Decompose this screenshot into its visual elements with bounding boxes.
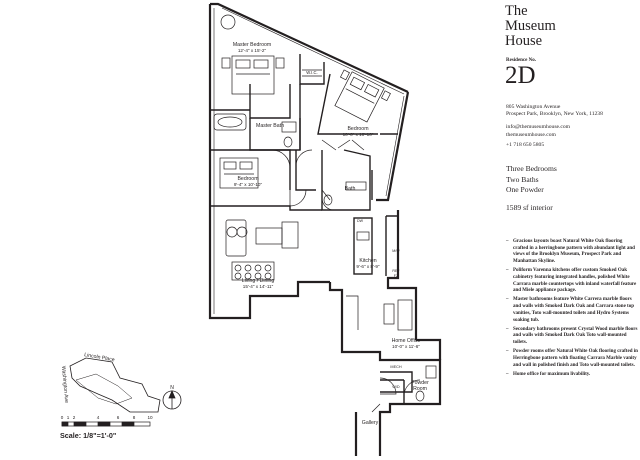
bedroom-bed-b [219, 157, 259, 189]
building-name: The Museum House [505, 4, 635, 49]
north-arrow-icon: N [162, 385, 182, 410]
scale-tick: 10 [147, 415, 153, 420]
contact: info@themuseumhouse.com themuseumhouse.c… [506, 124, 570, 139]
map-street-2: Washington Ave [60, 366, 69, 404]
scale-tick: 2 [73, 415, 76, 420]
interior-area: 1589 sf interior [506, 203, 553, 212]
master-bedroom-dims: 12'-4" x 15'-2" [238, 48, 267, 53]
scale-tick: 4 [97, 415, 100, 420]
map-street-1: Lincoln Place [84, 352, 116, 363]
scale-label: Scale: 1/8"=1'-0" [60, 431, 117, 440]
powder-count: One Powder [506, 185, 544, 195]
email-link[interactable]: info@themuseumhouse.com [506, 124, 571, 130]
bedroom-a-dims: 10'-0" x 10'-10" [343, 132, 374, 137]
feature-item: Home office for maximum livability. [506, 372, 638, 379]
office-sofa [397, 299, 413, 331]
floor-plan: Master Bedroom 12'-4" x 15'-2" W.I.C. Ma… [60, 2, 442, 456]
dw-label: DW [357, 219, 364, 223]
address-line-1: 805 Washington Avenue [506, 104, 561, 110]
bedroom-bed-a [334, 71, 385, 123]
door-swings [271, 139, 421, 413]
bedroom-b-label: Bedroom [237, 176, 258, 182]
building-name-line: The [505, 3, 528, 19]
feature-item: Poliform Varenna kitchens offer custom S… [506, 268, 638, 295]
exterior-walls [208, 2, 442, 456]
kitchen-dims: 9'-6" x 8'-9" [356, 264, 380, 269]
fz-label: FZ [394, 274, 399, 278]
scale-tick: 8 [133, 415, 136, 420]
master-bedroom-label: Master Bedroom [233, 42, 271, 48]
wd-label: W/D [392, 385, 400, 389]
bathtub [213, 113, 247, 131]
gallery-label: Gallery [362, 420, 379, 426]
building-name-line: House [505, 33, 543, 49]
building-name-line: Museum [505, 18, 556, 34]
feature-item: Secondary bathrooms present Crystal Wood… [506, 327, 638, 347]
north-label: N [170, 385, 174, 391]
furniture [213, 14, 437, 402]
phone-number[interactable]: +1 718 650 5805 [506, 142, 545, 148]
facade-window-strip [213, 7, 405, 314]
residence-label: Residence No. [506, 58, 536, 63]
master-bed [231, 55, 275, 95]
scale-tick: 6 [117, 415, 120, 420]
feature-item: Powder rooms offer Natural White Oak flo… [506, 349, 638, 369]
address-line-2: Prospect Park, Brooklyn, New York, 11238 [506, 111, 603, 118]
bedroom-a-label: Bedroom [347, 126, 368, 132]
powder-room-label-1: Powder [411, 380, 429, 386]
feature-item: Gracious layouts boast Natural White Oak… [506, 239, 638, 266]
wic-label: W.I.C. [306, 70, 317, 75]
mech-label: MECH [390, 365, 401, 369]
living-dining-label: Living / Dining [242, 278, 275, 284]
sofa [225, 219, 247, 257]
bedroom-count: Three Bedrooms [506, 164, 557, 173]
mw-label: M/W [392, 249, 400, 253]
key-map: Lincoln Place Washington Ave N [60, 352, 182, 413]
living-dining-dims: 15'-4" x 14'-11" [243, 284, 274, 289]
scale-bar: 0 1 2 4 6 8 10 [61, 415, 153, 427]
master-bath-label: Master Bath [256, 123, 284, 129]
scale-tick: 1 [67, 415, 70, 420]
bath-count: Two Baths [506, 174, 539, 184]
dining-table [231, 261, 275, 281]
home-office-dims: 10'-0" x 11'-6" [392, 344, 420, 349]
ref-label: REF [392, 269, 400, 273]
armchair [220, 14, 236, 30]
scale-tick: 0 [61, 415, 64, 420]
feature-list: Gracious layouts boast Natural White Oak… [506, 239, 638, 381]
feature-item: Master bathrooms feature White Carrera m… [506, 297, 638, 324]
interior-walls [210, 54, 413, 404]
home-office-label: Home Office [392, 338, 421, 344]
website-link[interactable]: themuseumhouse.com [506, 131, 556, 138]
bath-label: Bath [345, 186, 356, 192]
address: 805 Washington Avenue Prospect Park, Bro… [506, 104, 603, 119]
residence-number: 2D [505, 62, 536, 89]
powder-room-label-2: Room [413, 386, 427, 392]
kitchen-label: Kitchen [359, 258, 376, 264]
unit-summary: Three Bedrooms Two Baths One Powder [506, 164, 557, 196]
bedroom-b-dims: 9'-4" x 10'-10" [234, 182, 263, 187]
